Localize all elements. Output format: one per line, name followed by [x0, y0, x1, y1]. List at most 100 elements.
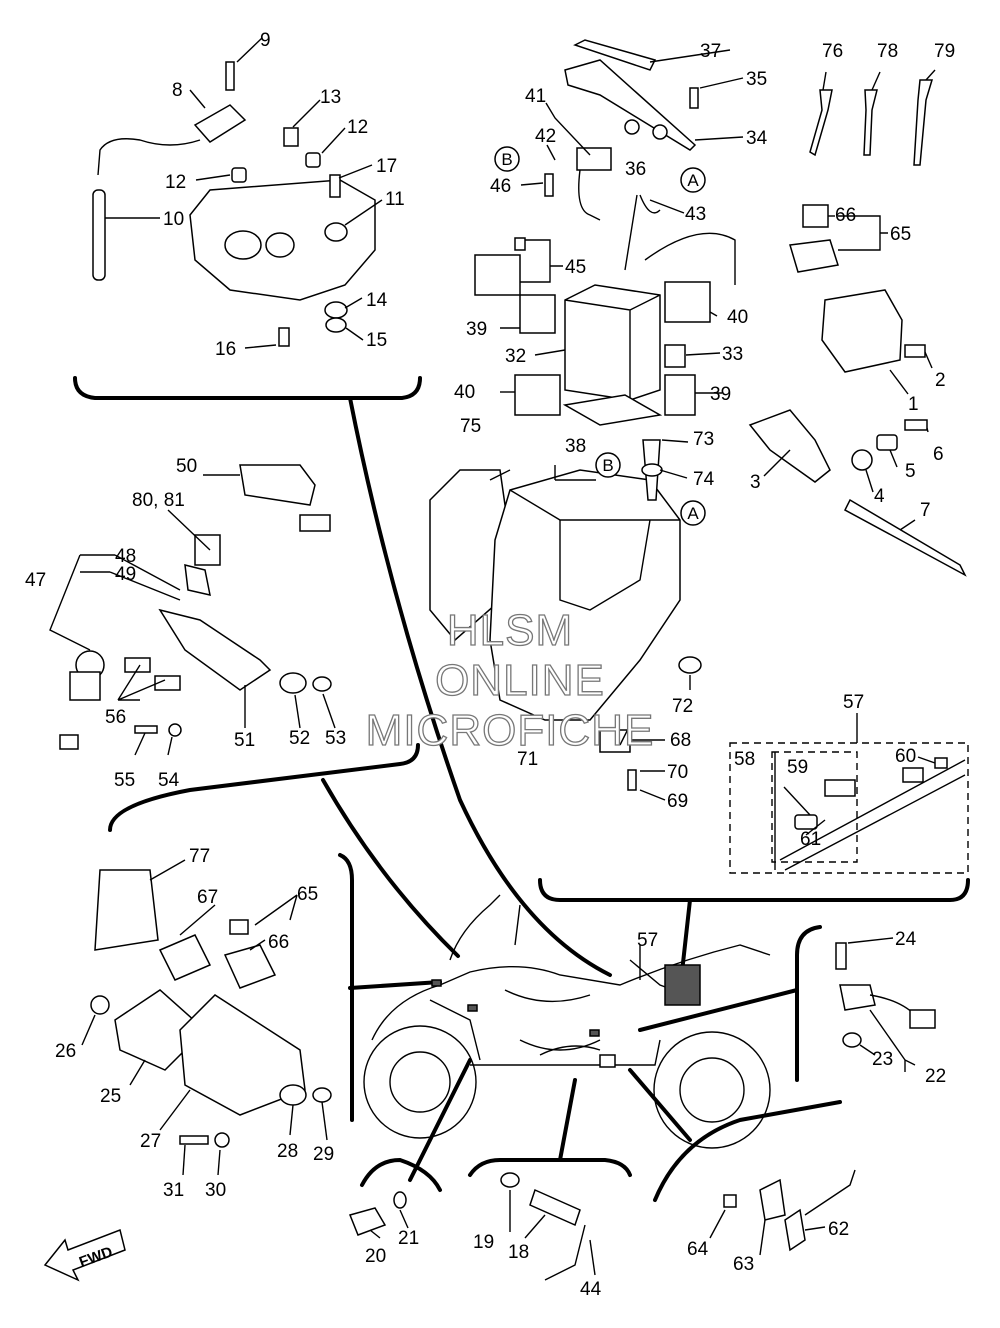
- callout-30: 30: [205, 1180, 226, 1201]
- callout-54: 54: [158, 770, 180, 791]
- callout-5: 5: [905, 461, 916, 482]
- callout-22: 22: [925, 1066, 946, 1087]
- callout-70: 70: [667, 762, 688, 783]
- callout-12: 12: [347, 117, 368, 138]
- callout-43: 43: [685, 204, 706, 225]
- callout-42: 42: [535, 126, 556, 147]
- callout-49: 49: [115, 564, 136, 585]
- callout-77: 77: [189, 846, 210, 867]
- sensor-group: [835, 942, 936, 1048]
- ref-mark-b-lower: B: [595, 452, 621, 478]
- atv-outline: [363, 894, 771, 1149]
- callout-33: 33: [722, 344, 743, 365]
- watermark-line-2: ONLINE: [435, 656, 605, 705]
- battery-box-group: [429, 439, 702, 791]
- callout-76: 76: [822, 41, 843, 62]
- callout-51: 51: [234, 730, 255, 751]
- callout-24: 24: [895, 929, 917, 950]
- callout-52: 52: [289, 728, 310, 749]
- callout-46: 46: [490, 176, 511, 197]
- callout-21: 21: [398, 1228, 419, 1249]
- region-frames: [73, 376, 970, 1202]
- callout-71: 71: [517, 749, 538, 770]
- callout-59: 59: [787, 757, 808, 778]
- callout-labels: 1 2 3 4 5 6 7 8 9 10 11 12 12 13 14 15 1…: [25, 30, 955, 1300]
- callout-41: 41: [525, 86, 546, 107]
- callout-72: 72: [672, 696, 693, 717]
- callout-16: 16: [215, 339, 236, 360]
- callout-27: 27: [140, 1131, 161, 1152]
- callout-26: 26: [55, 1041, 76, 1062]
- callout-65: 65: [890, 224, 911, 245]
- callout-44: 44: [580, 1279, 602, 1300]
- callout-65-second: 65: [297, 884, 318, 905]
- callout-20: 20: [365, 1246, 386, 1267]
- callout-75: 75: [460, 416, 481, 437]
- callout-37: 37: [700, 41, 721, 62]
- callout-18: 18: [508, 1242, 529, 1263]
- callout-73: 73: [693, 429, 714, 450]
- callout-53: 53: [325, 728, 346, 749]
- callout-11: 11: [385, 189, 405, 210]
- callout-78: 78: [877, 41, 898, 62]
- ignition-coil-group: [92, 61, 376, 347]
- harness-insert: [729, 742, 969, 874]
- callout-58: 58: [734, 749, 755, 770]
- fwd-arrow-icon: FWD: [43, 1228, 126, 1282]
- callout-61: 61: [800, 829, 821, 850]
- callout-6: 6: [933, 444, 944, 465]
- callout-68: 68: [670, 730, 691, 751]
- callout-29: 29: [313, 1144, 334, 1165]
- callout-64: 64: [687, 1239, 709, 1260]
- rectifier-group: [90, 869, 332, 1148]
- ref-mark-b-upper: B: [494, 146, 520, 172]
- callout-8: 8: [172, 80, 183, 101]
- callout-62: 62: [828, 1219, 849, 1240]
- callout-47: 47: [25, 570, 46, 591]
- callout-66: 66: [835, 205, 856, 226]
- ref-mark-a-lower: A: [680, 500, 706, 526]
- callout-56: 56: [105, 707, 126, 728]
- callout-57-insert: 57: [843, 692, 864, 713]
- callout-36: 36: [625, 159, 646, 180]
- callout-63: 63: [733, 1254, 754, 1275]
- callout-32: 32: [505, 346, 526, 367]
- callout-60: 60: [895, 746, 916, 767]
- callout-15: 15: [366, 330, 387, 351]
- callout-31: 31: [163, 1180, 184, 1201]
- callout-39: 39: [466, 319, 487, 340]
- bottom-sensors: [348, 1169, 856, 1281]
- callout-39-second: 39: [710, 384, 731, 405]
- ref-mark-a-upper: A: [680, 167, 706, 193]
- callout-34: 34: [746, 128, 768, 149]
- callout-9: 9: [260, 30, 271, 51]
- svg-text:A: A: [687, 171, 699, 190]
- callout-57-vehicle: 57: [637, 930, 658, 951]
- svg-text:B: B: [501, 150, 512, 169]
- callout-25: 25: [100, 1086, 121, 1107]
- top-right-parts: [748, 79, 967, 577]
- callout-40: 40: [727, 307, 748, 328]
- callout-2: 2: [935, 370, 946, 391]
- callout-10: 10: [163, 209, 184, 230]
- callout-48: 48: [115, 546, 136, 567]
- callout-50: 50: [176, 456, 197, 477]
- callout-55: 55: [114, 770, 135, 791]
- svg-text:A: A: [687, 504, 699, 523]
- callout-74: 74: [693, 469, 715, 490]
- callout-66-second: 66: [268, 932, 289, 953]
- callout-1: 1: [908, 394, 919, 415]
- callout-14: 14: [366, 290, 388, 311]
- callout-3: 3: [750, 472, 761, 493]
- callout-23: 23: [872, 1049, 893, 1070]
- callout-45: 45: [565, 257, 586, 278]
- callout-79: 79: [934, 41, 955, 62]
- callout-7: 7: [920, 500, 931, 521]
- callout-17: 17: [376, 156, 397, 177]
- callout-69: 69: [667, 791, 688, 812]
- callout-13: 13: [320, 87, 341, 108]
- callout-4: 4: [874, 486, 885, 507]
- callout-leaders: [49, 37, 936, 1276]
- callout-38: 38: [565, 436, 586, 457]
- svg-text:B: B: [602, 456, 613, 475]
